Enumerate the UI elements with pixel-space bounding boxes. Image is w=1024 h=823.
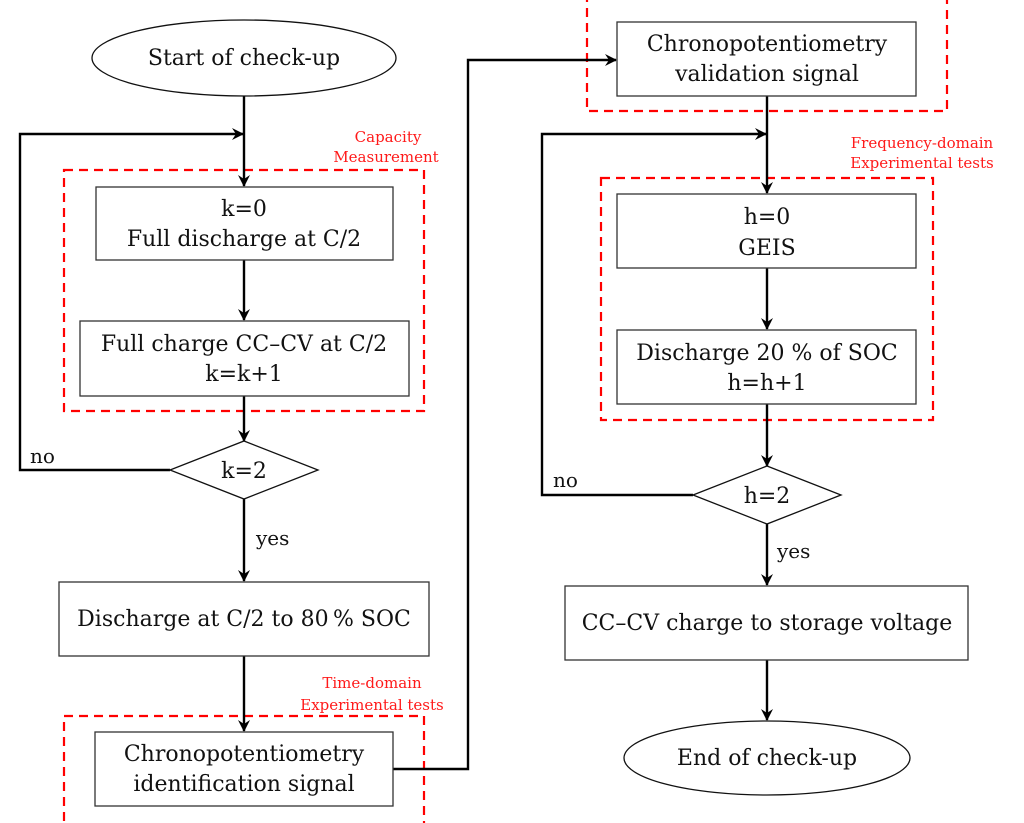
node-cccv-storage-text: CC–CV charge to storage voltage — [582, 611, 953, 636]
node-k2-decision — [168, 440, 320, 500]
node-full-charge-line1: Full charge CC–CV at C/2 — [101, 332, 387, 357]
node-chrono-identification — [94, 731, 394, 807]
node-chrono-identification-line2: identification signal — [133, 772, 354, 797]
node-h2-text: h=2 — [744, 484, 791, 509]
node-k0-line2: Full discharge at C/2 — [127, 227, 361, 252]
node-end — [623, 720, 911, 796]
node-k0-line1: k=0 — [221, 197, 267, 222]
edge-label-k2-no: no — [30, 444, 55, 468]
node-end-text: End of check-up — [677, 746, 857, 771]
node-discharge-80-soc — [58, 581, 430, 657]
group-time-domain-label-line2: Experimental tests — [300, 696, 443, 714]
edge-k2-no-loop — [18, 128, 244, 472]
node-discharge-20-soc-line2: h=h+1 — [727, 371, 806, 396]
node-start-text: Start of check-up — [148, 46, 340, 71]
edge-label-h2-no: no — [553, 468, 578, 492]
group-time-domain-label-line1: Time-domain — [322, 674, 422, 692]
group-validation — [585, 0, 949, 113]
node-h0-geis-line1: h=0 — [744, 205, 791, 230]
node-start — [91, 19, 397, 97]
node-h2-decision — [691, 465, 843, 525]
edge-h2-no-loop — [540, 128, 767, 497]
group-frequency-domain-label-line2: Experimental tests — [850, 154, 993, 172]
node-discharge-20-soc-line1: Discharge 20 % of SOC — [636, 341, 897, 366]
edge-chrono-ident-to-chrono-valid — [393, 54, 617, 771]
group-capacity-label-line2: Measurement — [333, 148, 438, 166]
node-chrono-validation — [616, 21, 917, 97]
group-frequency-domain-label-line1: Frequency-domain — [851, 134, 994, 152]
node-h0-geis-line2: GEIS — [738, 236, 795, 261]
group-capacity-label-line1: Capacity — [355, 128, 422, 146]
node-h0-geis — [616, 193, 917, 269]
node-chrono-validation-line1: Chronopotentiometry — [647, 32, 888, 57]
node-chrono-identification-line1: Chronopotentiometry — [124, 742, 365, 767]
node-discharge-20-soc — [616, 329, 917, 405]
node-k0 — [95, 186, 394, 261]
node-full-charge — [79, 320, 410, 397]
edge-label-h2-yes: yes — [776, 539, 810, 563]
node-discharge-80-soc-text: Discharge at C/2 to 80 % SOC — [77, 607, 411, 632]
node-full-charge-line2: k=k+1 — [205, 362, 283, 387]
node-k2-text: k=2 — [221, 459, 267, 484]
node-cccv-storage — [564, 585, 969, 661]
edge-label-k2-yes: yes — [255, 526, 289, 550]
node-chrono-validation-line2: validation signal — [674, 62, 859, 87]
